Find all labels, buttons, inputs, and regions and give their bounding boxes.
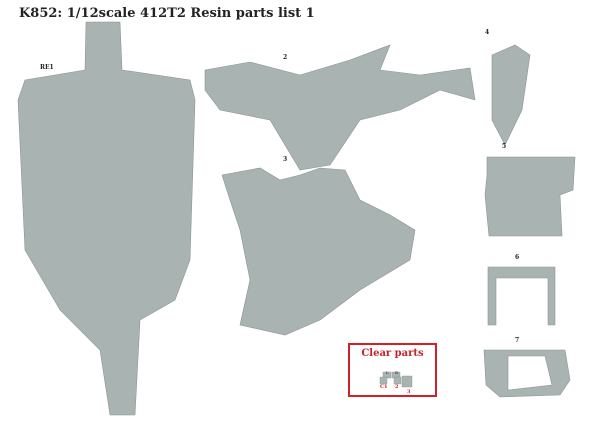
- side-mark-l: L: [386, 370, 389, 375]
- clear-part-2: [393, 376, 402, 385]
- clear-part-c1: [379, 376, 388, 385]
- part-label-5: 5: [502, 143, 507, 150]
- part-5: [484, 156, 576, 237]
- clear-part-3: [401, 375, 413, 388]
- clear-label-c1: C1: [380, 384, 388, 390]
- clear-label-3: 3: [407, 389, 411, 395]
- part-label-4: 4: [485, 29, 490, 36]
- part-4: [491, 44, 531, 146]
- clear-parts-drawing: [379, 371, 413, 388]
- part-label-re1: RE1: [40, 64, 54, 71]
- part-7: [483, 349, 571, 398]
- page-title: K852: 1/12scale 412T2 Resin parts list 1: [19, 6, 315, 21]
- part-label-3: 3: [283, 156, 288, 163]
- part-label-6: 6: [515, 254, 520, 261]
- part-re1: [17, 21, 196, 416]
- part-6: [487, 266, 556, 326]
- clear-label-2: 2: [395, 384, 399, 390]
- part-label-2: 2: [283, 54, 288, 61]
- clear-parts-box: Clear parts L R C1 2 3: [348, 343, 437, 397]
- part-label-7: 7: [515, 337, 520, 344]
- part-2: [204, 44, 476, 171]
- clear-parts-title: Clear parts: [361, 348, 424, 359]
- side-mark-r: R: [395, 370, 399, 375]
- part-3: [221, 167, 416, 336]
